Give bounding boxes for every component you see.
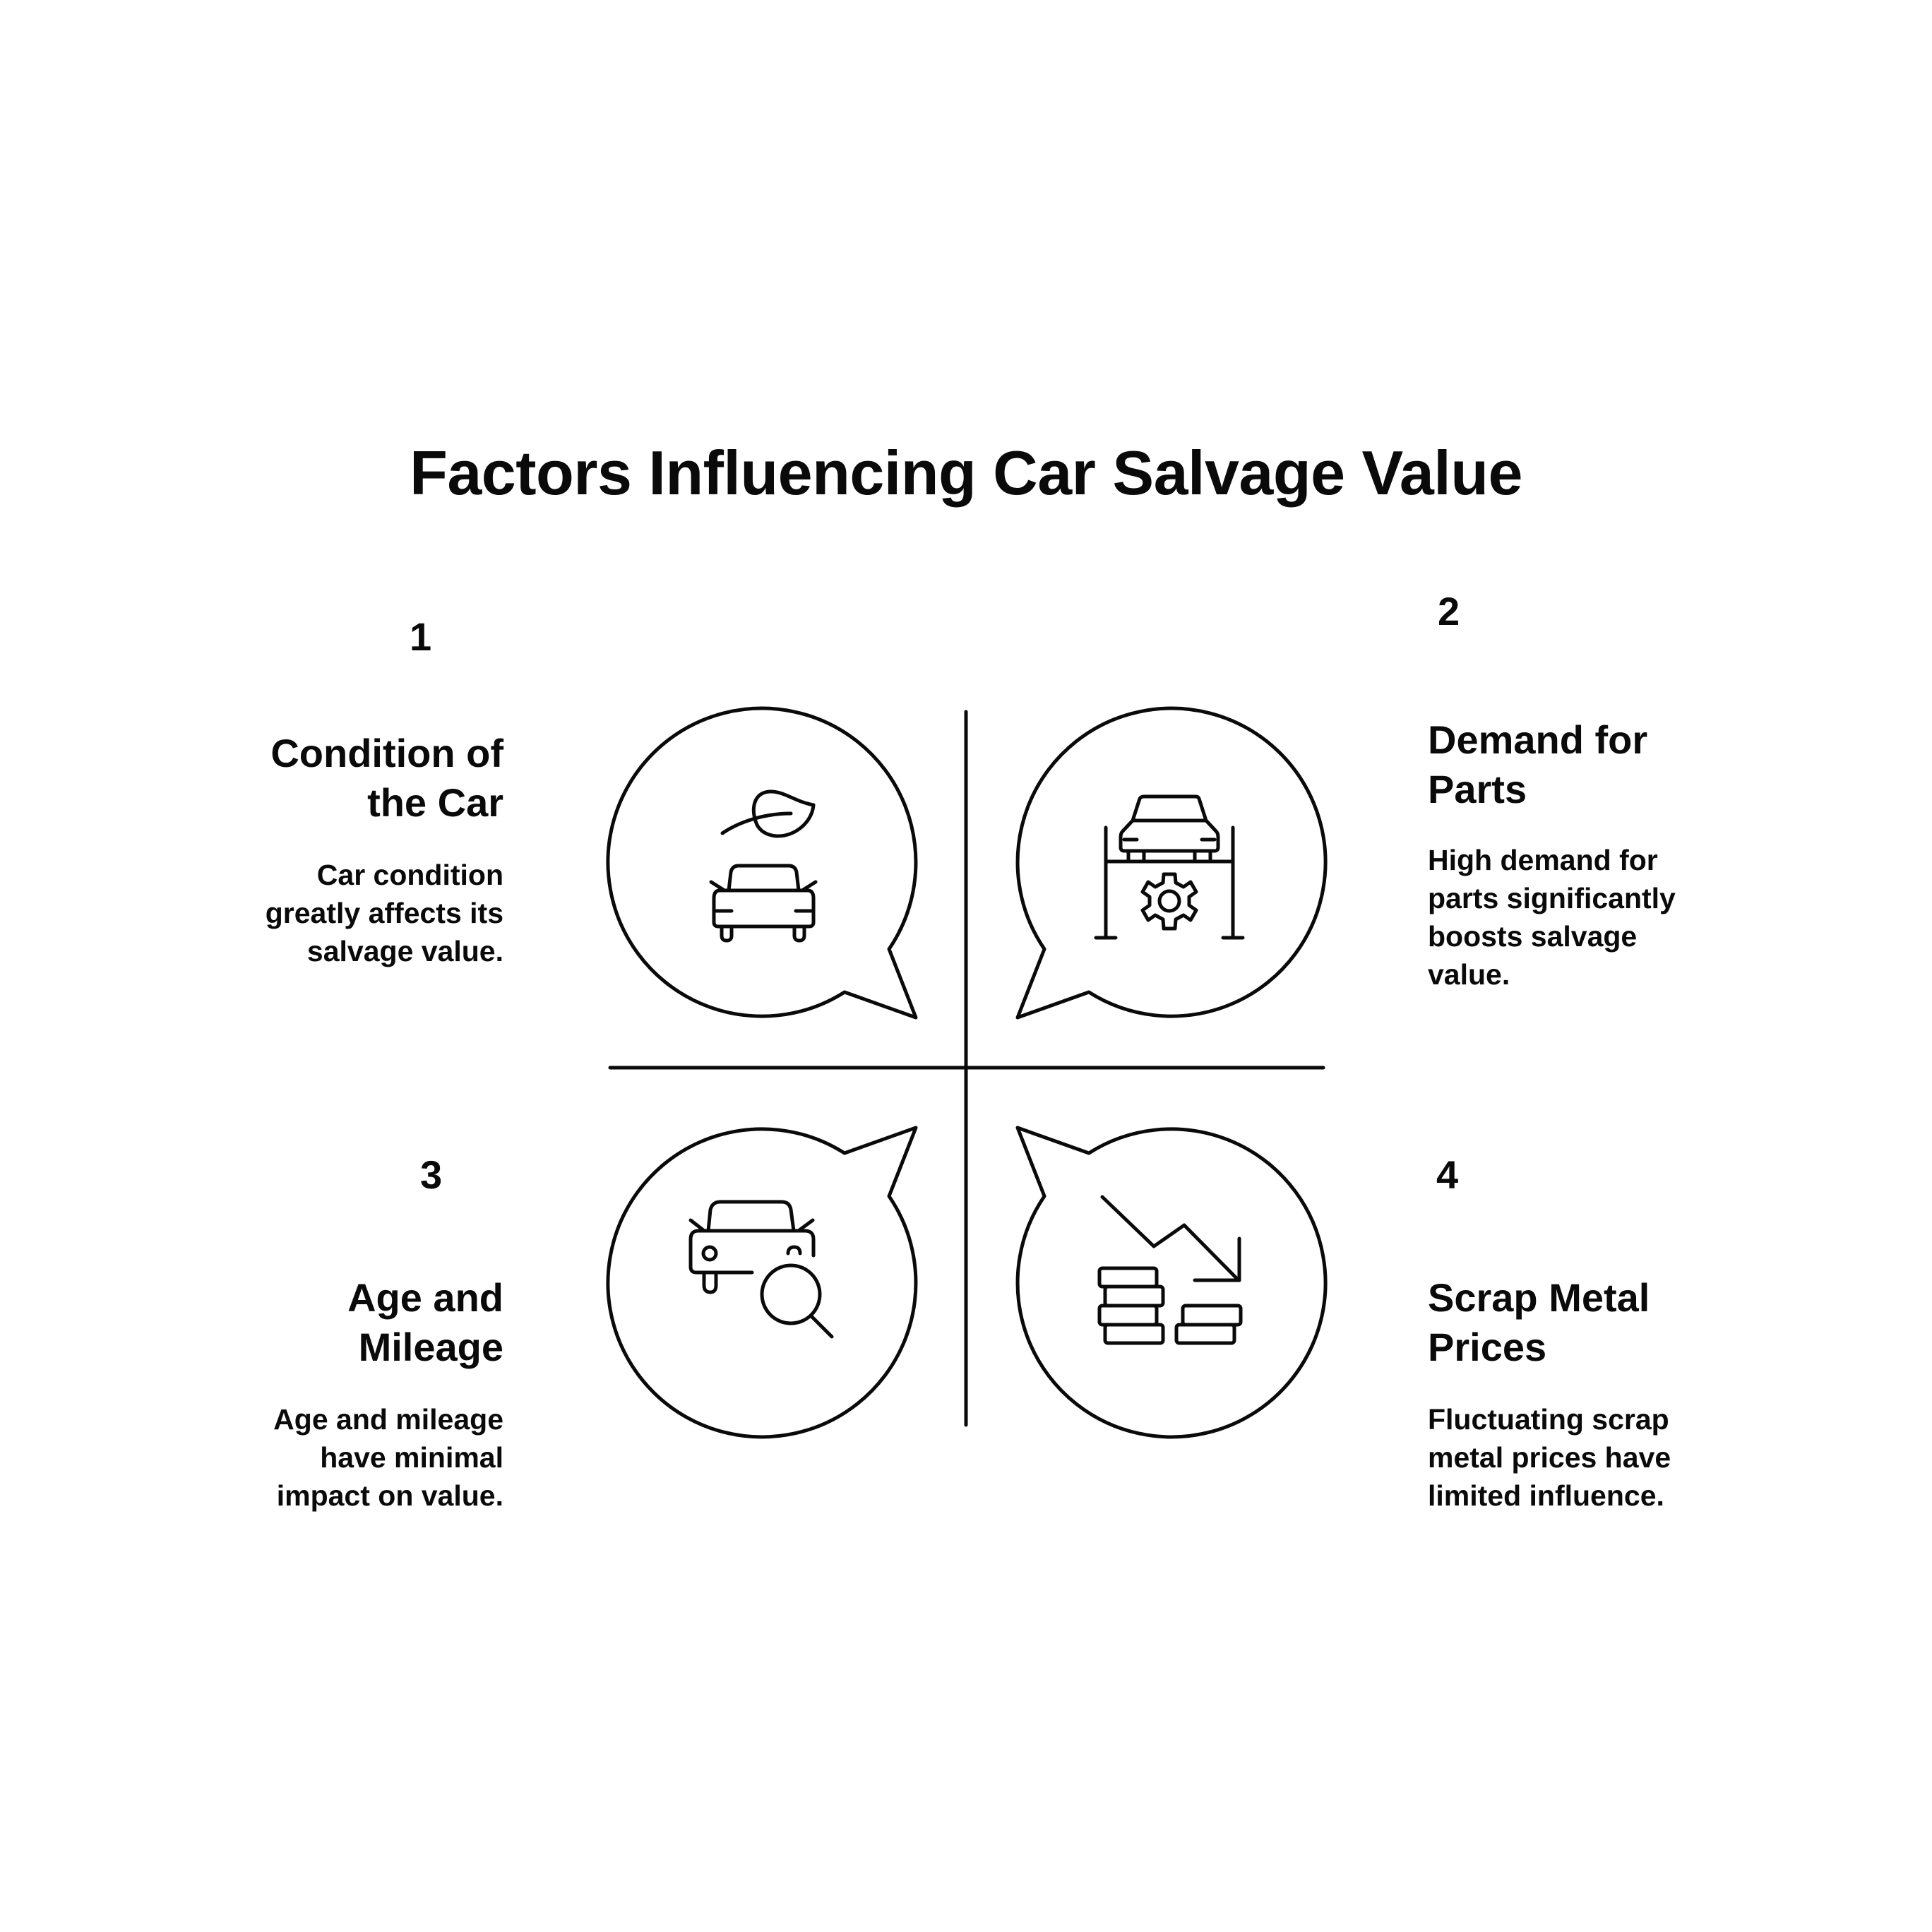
factor-heading: Scrap Metal Prices xyxy=(1428,1275,1650,1369)
factor-heading: Age and Mileage xyxy=(347,1275,503,1369)
factor-description: Age and mileage have minimal impact on v… xyxy=(273,1403,503,1512)
car-magnifier-icon xyxy=(688,1200,834,1339)
coins-downtrend-icon xyxy=(1097,1195,1243,1345)
factor-number: 4 xyxy=(1436,1152,1459,1197)
speech-bubble-2 xyxy=(1015,706,1328,1020)
factor-description: High demand for parts significantly boos… xyxy=(1428,844,1676,991)
car-with-leaf-icon xyxy=(709,789,818,943)
factor-heading: Condition of the Car xyxy=(270,731,503,825)
speech-bubble-3 xyxy=(606,1126,918,1439)
factor-number: 3 xyxy=(420,1152,443,1197)
car-lift-gear-icon xyxy=(1094,794,1245,940)
factor-number: 2 xyxy=(1438,589,1460,633)
factor-heading: Demand for Parts xyxy=(1428,717,1648,811)
factor-number: 1 xyxy=(410,614,432,659)
speech-bubble-1 xyxy=(606,706,918,1020)
speech-bubble-4 xyxy=(1015,1126,1328,1439)
factor-description: Fluctuating scrap metal prices have limi… xyxy=(1428,1403,1671,1512)
factor-description: Car condition greatly affects its salvag… xyxy=(265,859,503,967)
page-title: Factors Influencing Car Salvage Value xyxy=(410,438,1522,508)
